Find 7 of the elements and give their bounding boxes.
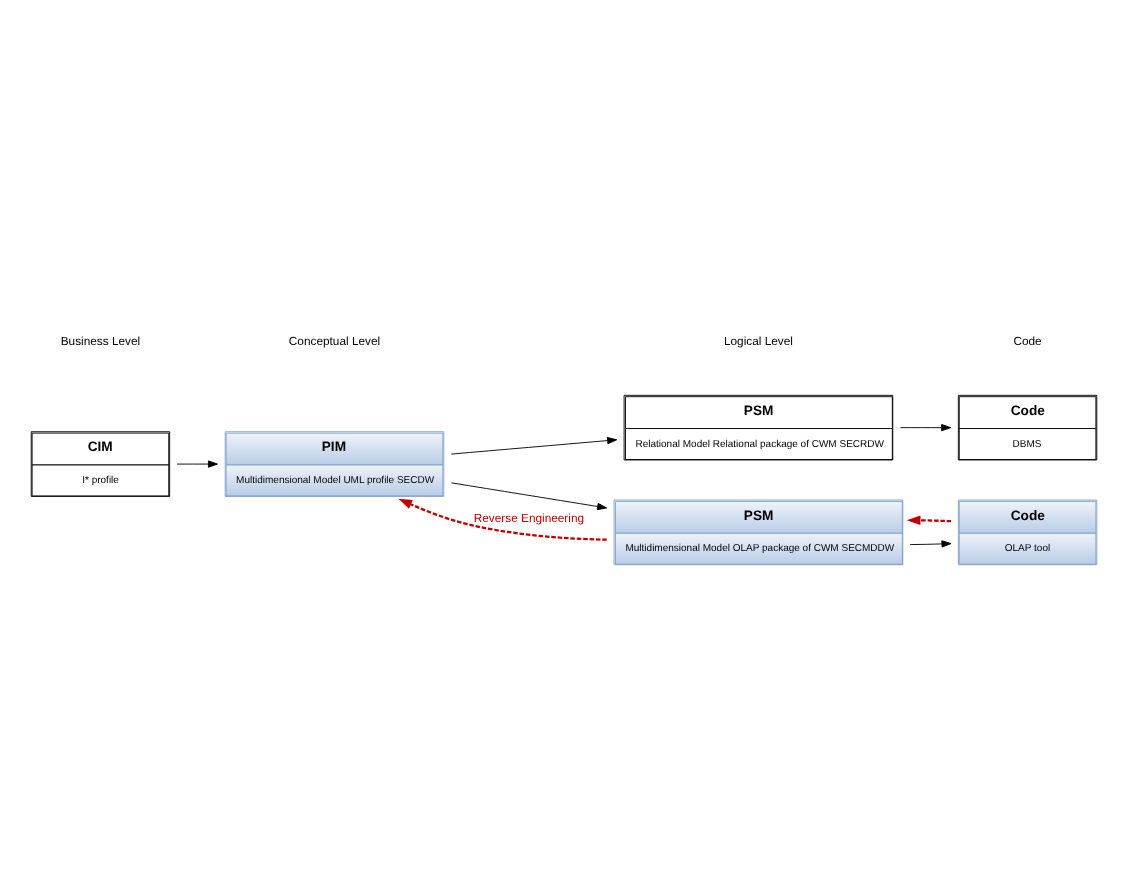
arrow xyxy=(909,540,952,548)
arrow xyxy=(176,460,218,468)
arrow xyxy=(398,498,607,541)
arrow xyxy=(900,424,952,432)
arrow xyxy=(906,515,952,526)
arrow xyxy=(450,436,618,455)
arrow xyxy=(450,482,608,511)
